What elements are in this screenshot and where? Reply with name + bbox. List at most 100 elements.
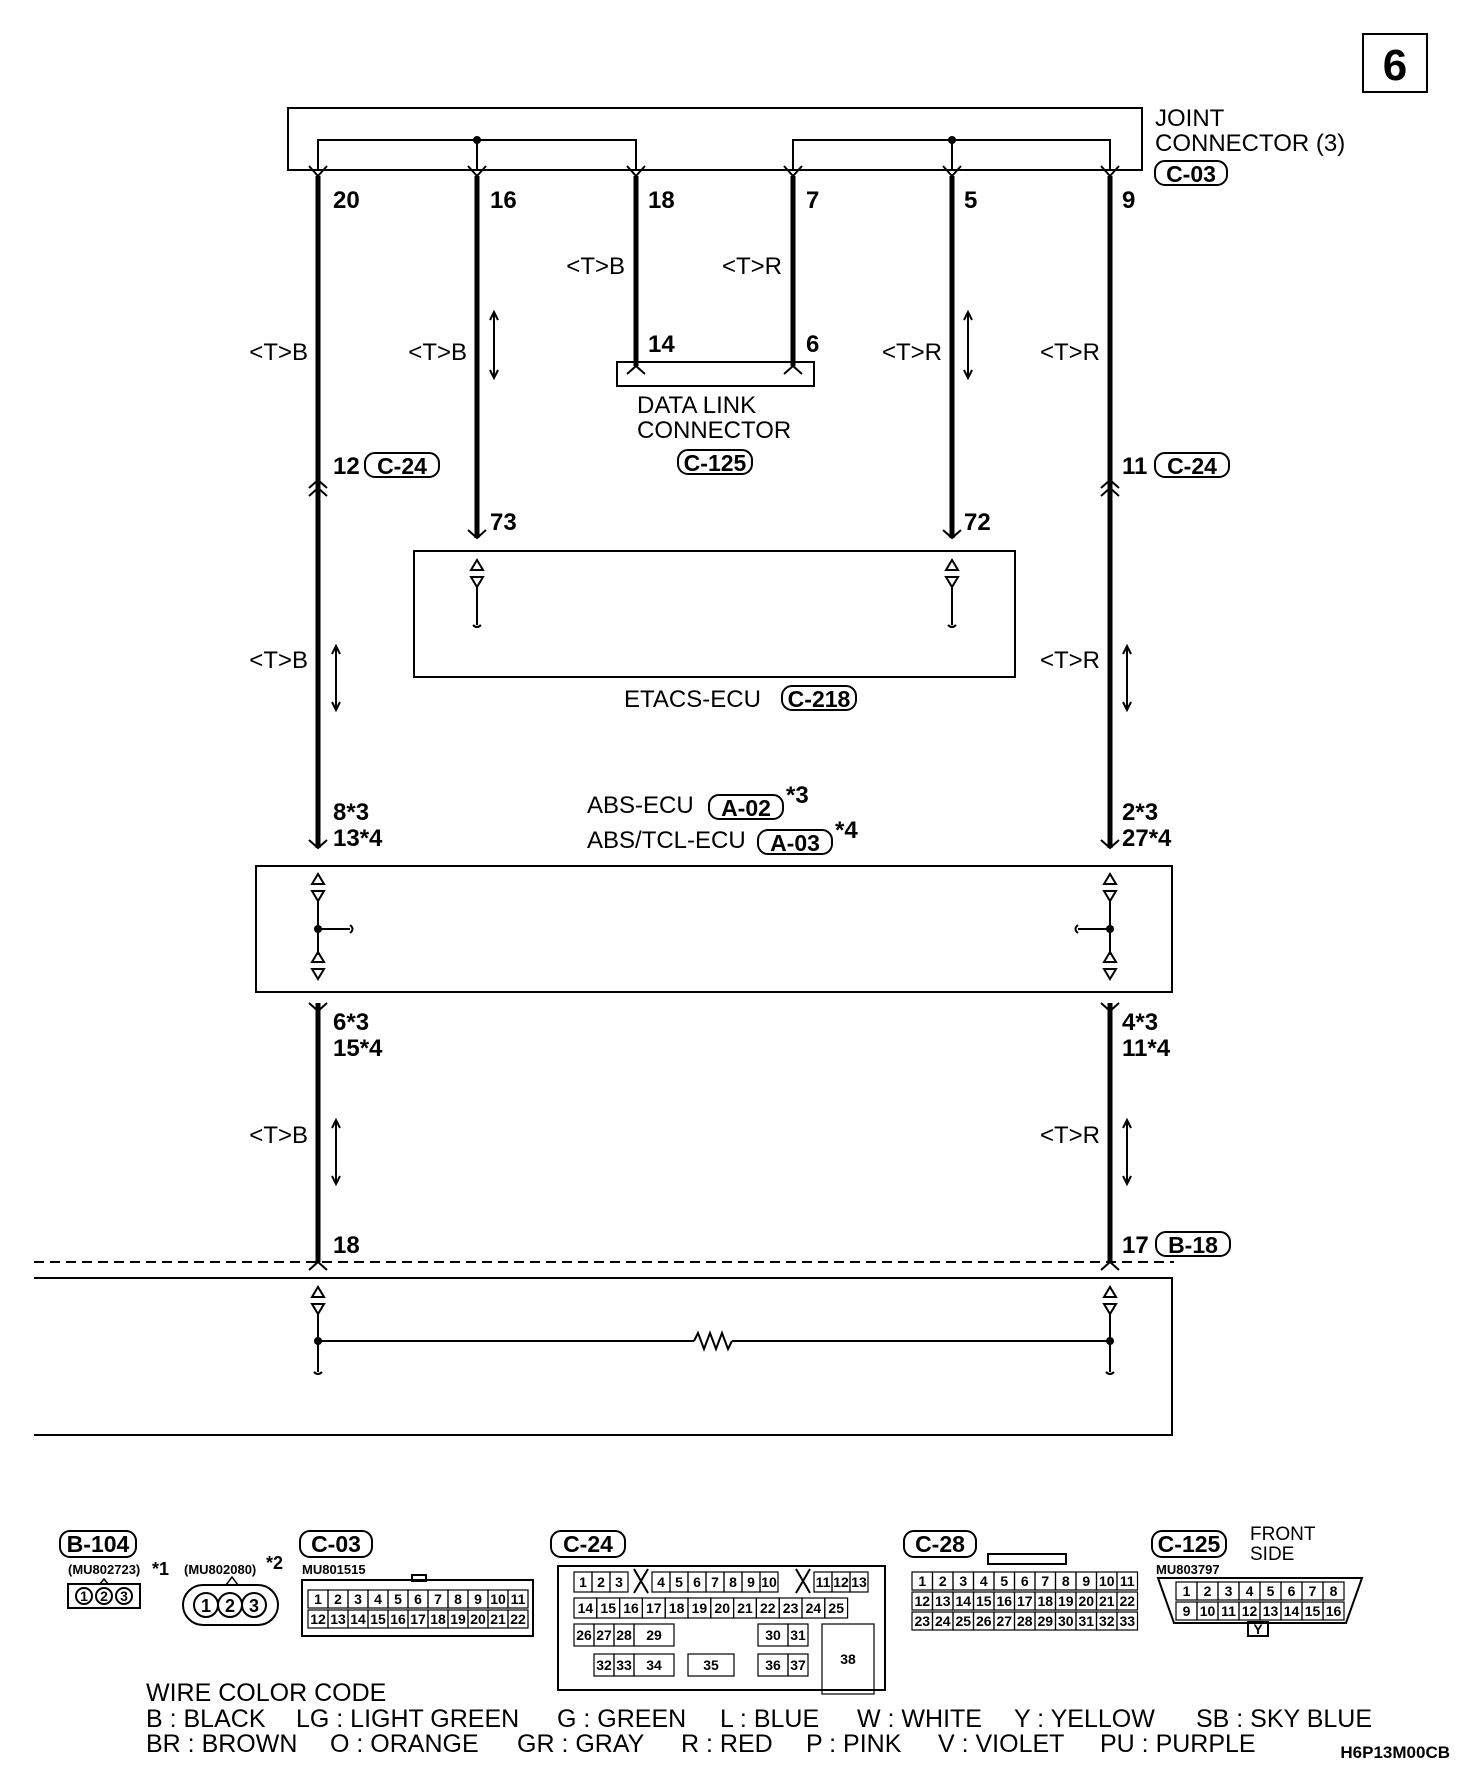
c125-pin-10: 10 <box>1200 1603 1216 1619</box>
c28-pin-11-cell <box>1116 1571 1139 1591</box>
c03-pin-3: 3 <box>354 1591 362 1607</box>
c125-pin-15: 15 <box>1305 1603 1321 1619</box>
c24-pin-9: 9 <box>747 1574 755 1590</box>
c03-pin-18: 18 <box>430 1611 446 1627</box>
c24-pin-12: 12 <box>833 1574 849 1590</box>
wcc-purple: PU : PURPLE <box>1100 1730 1256 1758</box>
c28-pin-31: 31 <box>1078 1613 1094 1629</box>
joint-connector-code: C-03 <box>1166 161 1216 187</box>
wire-color-code: WIRE COLOR CODE B : BLACK LG : LIGHT GRE… <box>146 1679 1372 1758</box>
c28-pin-8: 8 <box>1062 1573 1070 1589</box>
wcc-blue: L : BLUE <box>720 1705 819 1733</box>
c28-pin-7: 7 <box>1041 1573 1049 1589</box>
c24-pin-25: 25 <box>828 1600 844 1616</box>
c24-pin-8: 8 <box>729 1574 737 1590</box>
b104-pin-3: 3 <box>120 1588 128 1604</box>
etacs-pin-73: 73 <box>490 509 517 536</box>
joint-connector: JOINT CONNECTOR (3) C-03 20 16 18 7 5 9 <box>287 105 1345 214</box>
b104-note: *1 <box>152 1559 169 1579</box>
wcc-gray: GR : GRAY <box>517 1730 645 1758</box>
etacs-title: ETACS-ECU <box>624 686 761 713</box>
c125-pin-2: 2 <box>1204 1583 1212 1599</box>
c24-pin-13-cell <box>849 1571 869 1593</box>
b104-code: B-104 <box>67 1531 130 1557</box>
c24-pin-7: 7 <box>711 1574 719 1590</box>
b104-part: (MU802723) <box>68 1562 140 1577</box>
c24-pin-1: 1 <box>579 1574 587 1590</box>
c125-pin-3: 3 <box>1225 1583 1233 1599</box>
c28-pin-10: 10 <box>1099 1573 1115 1589</box>
dlc-code: C-125 <box>684 450 747 476</box>
c28-pin-13: 13 <box>935 1593 951 1609</box>
c03-pin-7: 7 <box>434 1591 442 1607</box>
wcc-light-green: LG : LIGHT GREEN <box>296 1705 519 1733</box>
c24-pin-35: 35 <box>703 1657 719 1673</box>
c24-pin-3-cell <box>609 1571 629 1593</box>
c28-pin-2: 2 <box>939 1573 947 1589</box>
c125-part: MU803797 <box>1156 1562 1220 1577</box>
c24-pin-37-cell <box>787 1653 809 1677</box>
c24-pin-35-cell <box>687 1653 735 1677</box>
c24-pin-37: 37 <box>790 1657 806 1673</box>
c03-pin-11: 11 <box>511 1591 526 1607</box>
c28-pin-5: 5 <box>1000 1573 1008 1589</box>
c24-pin-31: 31 <box>790 1627 806 1643</box>
c125-pin-11: 11 <box>1221 1603 1236 1619</box>
wire-label-right-1: <T>R <box>1040 339 1100 366</box>
c28-pin-25: 25 <box>955 1613 971 1629</box>
c125-pin-12: 12 <box>1242 1603 1258 1619</box>
jc-pin-5: 5 <box>964 187 977 214</box>
c03-pin-5: 5 <box>394 1591 402 1607</box>
abs-ecu: ABS-ECU A-02 *3 ABS/TCL-ECU A-03 *4 8*3 … <box>255 782 1173 1062</box>
c28-pin-15: 15 <box>976 1593 992 1609</box>
c24-pin-29: 29 <box>646 1627 662 1643</box>
jc-pin-7: 7 <box>806 187 819 214</box>
c28-pin-22: 22 <box>1119 1593 1135 1609</box>
c24-pin-2: 2 <box>597 1574 605 1590</box>
c03-pin-1: 1 <box>314 1591 322 1607</box>
mu802080-part: (MU802080) <box>184 1562 256 1577</box>
c28-pin-21: 21 <box>1099 1593 1115 1609</box>
jc-pin-20: 20 <box>333 187 360 214</box>
b18-code: B-18 <box>1168 1232 1218 1258</box>
c24-pin-10-cell <box>759 1571 779 1593</box>
c24-pin-34: 34 <box>646 1657 662 1673</box>
c03-pin-15: 15 <box>370 1611 386 1627</box>
c24-pin-33: 33 <box>616 1657 632 1673</box>
b104-pin-2: 2 <box>100 1588 108 1604</box>
b18-section: 18 17 B-18 <box>34 1231 1231 1436</box>
c24-pin-11: 11 <box>816 1574 831 1590</box>
jc-pin-18: 18 <box>648 187 675 214</box>
c24-pin-28: 28 <box>616 1627 632 1643</box>
c24-pin-26: 26 <box>576 1627 592 1643</box>
page-number-box: 6 <box>1362 33 1428 93</box>
dlc-pin-6: 6 <box>806 331 819 358</box>
abs-pin-top-right-1: 2*3 <box>1122 799 1158 826</box>
c03-pin-10: 10 <box>490 1591 506 1607</box>
figure-code: H6P13M00CB <box>1340 1743 1450 1762</box>
c24-pin-15: 15 <box>600 1600 616 1616</box>
page-number: 6 <box>1383 41 1407 90</box>
c03-pin-6: 6 <box>414 1591 422 1607</box>
abs-pin-bottom-left-1: 6*3 <box>333 1009 369 1036</box>
c24-pin-23: 23 <box>783 1600 799 1616</box>
c24-face-code: C-24 <box>563 1531 613 1557</box>
c28-pin-16: 16 <box>996 1593 1012 1609</box>
wire-color-code-title: WIRE COLOR CODE <box>146 1679 386 1707</box>
c24-pin-10: 10 <box>761 1574 777 1590</box>
c24-code-right: C-24 <box>1167 453 1217 479</box>
c03-code: C-03 <box>311 1531 361 1557</box>
c28-pin-33: 33 <box>1119 1613 1135 1629</box>
c28-pin-26: 26 <box>976 1613 992 1629</box>
c03-pin-22-cell <box>507 1609 529 1629</box>
etacs-code: C-218 <box>788 686 851 712</box>
jc-pin-9: 9 <box>1122 187 1135 214</box>
dlc-title-2: CONNECTOR <box>637 417 791 444</box>
c03-pin-19: 19 <box>450 1611 466 1627</box>
abs-pin-bottom-right-1: 4*3 <box>1122 1009 1158 1036</box>
c24-pin-14: 14 <box>578 1600 594 1616</box>
connector-b104: B-104 (MU802723) *1 1 2 3 <box>59 1530 169 1609</box>
c125-tab: Y <box>1253 1621 1263 1637</box>
